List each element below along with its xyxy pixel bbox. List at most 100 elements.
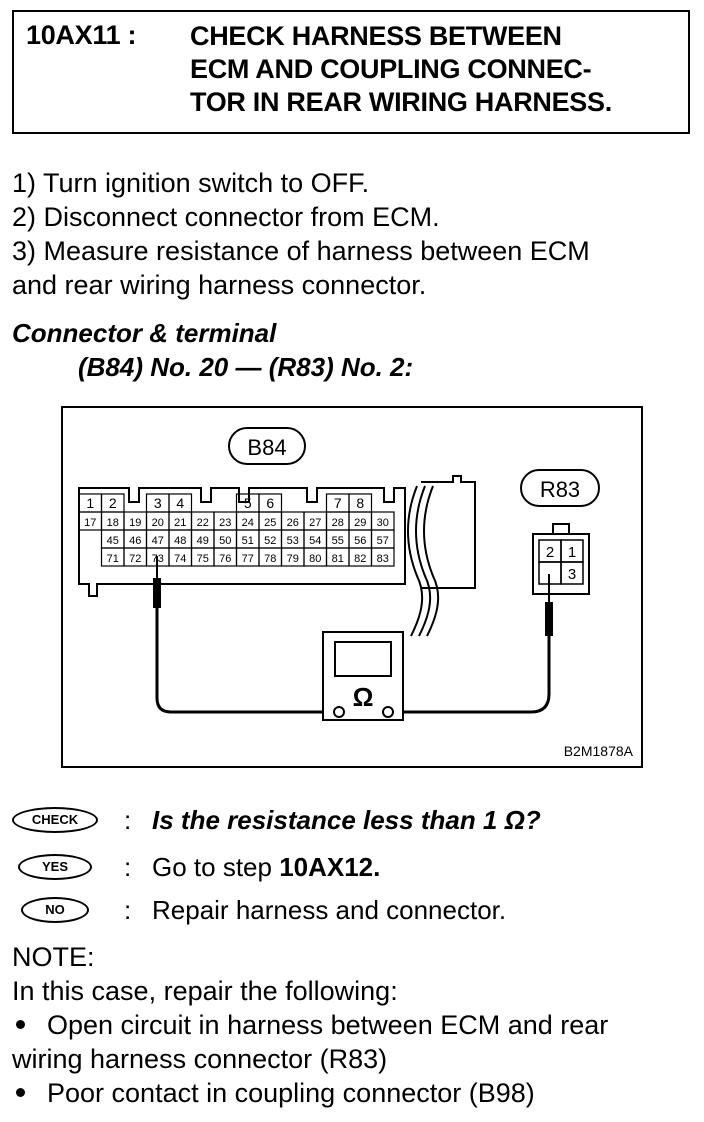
- ecm-pin-label: 47: [152, 535, 164, 547]
- ecm-pin-label: 27: [309, 517, 321, 529]
- step-header-box: 10AX11 : CHECK HARNESS BETWEEN ECM AND C…: [12, 10, 690, 134]
- r83-pin-label: 3: [568, 566, 576, 583]
- ecm-pin-label: 4: [176, 495, 184, 511]
- ecm-pin-label: 77: [242, 553, 254, 565]
- ecm-pin-label: 48: [174, 535, 186, 547]
- r83-connector: [532, 533, 590, 595]
- step-title-line: CHECK HARNESS BETWEEN: [190, 21, 562, 51]
- ecm-pin-label: 57: [377, 535, 389, 547]
- procedure-step: 3) Measure resistance of harness between…: [12, 236, 590, 266]
- ecm-pin-label: 81: [332, 553, 344, 565]
- ecm-pin-label: 8: [356, 495, 364, 511]
- no-action: Repair harness and connector.: [152, 894, 507, 925]
- ohmmeter-terminal-right: [382, 706, 394, 718]
- ecm-pin-label: 71: [107, 553, 119, 565]
- ecm-pin-label: 28: [332, 517, 344, 529]
- b84-label-oval: [228, 427, 306, 465]
- connector-terminal-spec: (B84) No. 20 — (R83) No. 2:: [78, 352, 414, 382]
- ecm-pin-label: 54: [309, 535, 321, 547]
- bullet-dot: [16, 1019, 25, 1029]
- ecm-pin-label: 53: [287, 535, 299, 547]
- harness-cut-lines: [407, 485, 440, 637]
- ecm-pin-label: 24: [242, 517, 254, 529]
- ecm-pin-label: 72: [129, 553, 141, 565]
- step-id: 10AX11 :: [26, 20, 137, 50]
- procedure-steps: 1) Turn ignition switch to OFF. 2) Disco…: [12, 166, 696, 302]
- yes-step-link: 10AX12: [279, 851, 374, 882]
- yes-action: Go to step 10AX12.: [152, 852, 380, 883]
- ecm-pin-label: 82: [354, 553, 366, 565]
- ecm-pin-label: 3: [154, 495, 162, 511]
- ecm-pin-label: 80: [309, 553, 321, 565]
- note-bullet-2-text: Poor contact in coupling connector (B98): [47, 1078, 535, 1108]
- ecm-pin-label: 7: [334, 495, 342, 511]
- r83-pin-label: 1: [568, 544, 576, 561]
- ecm-pin-label: 17: [84, 517, 96, 529]
- ecm-pin-label: 50: [219, 535, 231, 547]
- ecm-pin-label: 83: [377, 553, 389, 565]
- ecm-pin-label: 25: [264, 517, 276, 529]
- ecm-pin-label: 19: [129, 517, 141, 529]
- figure-code: B2M1878A: [564, 743, 634, 759]
- bullet-dot: [16, 1087, 25, 1097]
- diagram-frame: [61, 406, 643, 768]
- connector-terminal-heading: Connector & terminal (B84) No. 20 — (R83…: [12, 316, 413, 384]
- ecm-pin-label: 18: [107, 517, 119, 529]
- ecm-pin-label: 23: [219, 517, 231, 529]
- note-bullet-1-text: Open circuit in harness between ECM and …: [47, 1010, 609, 1040]
- step-title-line: TOR IN REAR WIRING HARNESS.: [190, 87, 612, 117]
- ohmmeter-terminal-left: [333, 706, 345, 718]
- check-badge: CHECK: [12, 807, 98, 833]
- no-colon: :: [124, 894, 132, 925]
- no-badge: NO: [21, 897, 89, 923]
- note-intro: In this case, repair the following:: [12, 976, 398, 1006]
- ecm-pin-label: 51: [242, 535, 254, 547]
- ecm-pin-label: 30: [377, 517, 389, 529]
- yes-row: YES : Go to step 10AX12.: [12, 847, 380, 887]
- ecm-body: [421, 475, 476, 589]
- lead-right: [396, 636, 551, 714]
- note-bullet-1: Open circuit in harness between ECM and …: [12, 1008, 696, 1042]
- ecm-pin-label: 22: [197, 517, 209, 529]
- b84-label: B84: [247, 435, 286, 460]
- r83-pin-label: 2: [546, 544, 554, 561]
- ecm-connector: [78, 487, 406, 597]
- lead-left: [155, 608, 334, 714]
- ecm-pin-label: 26: [287, 517, 299, 529]
- ecm-pin-label: 2: [109, 495, 117, 511]
- ecm-pin-label: 52: [264, 535, 276, 547]
- ecm-pin-label: 1: [86, 495, 94, 511]
- connector-heading-label: Connector & terminal: [12, 318, 277, 348]
- ecm-pin-cell: [370, 547, 395, 567]
- note-section: NOTE: In this case, repair the following…: [12, 940, 696, 1110]
- check-row: CHECK : Is the resistance less than 1 Ω?: [12, 800, 541, 840]
- ecm-pin-label: 76: [219, 553, 231, 565]
- ohm-symbol: Ω: [353, 682, 374, 712]
- yes-prefix: Go to step: [152, 851, 280, 882]
- note-bullet-1-cont: wiring harness connector (R83): [12, 1044, 388, 1074]
- note-bullet-2: Poor contact in coupling connector (B98): [12, 1076, 696, 1110]
- r83-tab: [552, 523, 570, 535]
- step-title-line: ECM AND COUPLING CONNEC-: [190, 54, 592, 84]
- procedure-step: 2) Disconnect connector from ECM.: [12, 202, 440, 232]
- step-title: CHECK HARNESS BETWEEN ECM AND COUPLING C…: [190, 20, 612, 119]
- ecm-pin-label: 78: [264, 553, 276, 565]
- ecm-pin-label: 55: [332, 535, 344, 547]
- ohmmeter-display: [334, 641, 392, 677]
- ecm-pin-label: 21: [174, 517, 186, 529]
- ecm-pin-label: 74: [174, 553, 186, 565]
- procedure-step: 1) Turn ignition switch to OFF.: [12, 168, 370, 198]
- ecm-pin-label: 75: [197, 553, 209, 565]
- yes-suffix: .: [373, 851, 381, 882]
- probe-b84: [153, 578, 161, 608]
- r83-label-oval: [520, 469, 600, 507]
- check-colon: :: [124, 804, 132, 835]
- ecm-pin-label: 45: [107, 535, 119, 547]
- yes-badge: YES: [18, 854, 92, 880]
- ecm-pin-label: 29: [354, 517, 366, 529]
- yes-colon: :: [124, 851, 132, 882]
- ecm-pin-label: 56: [354, 535, 366, 547]
